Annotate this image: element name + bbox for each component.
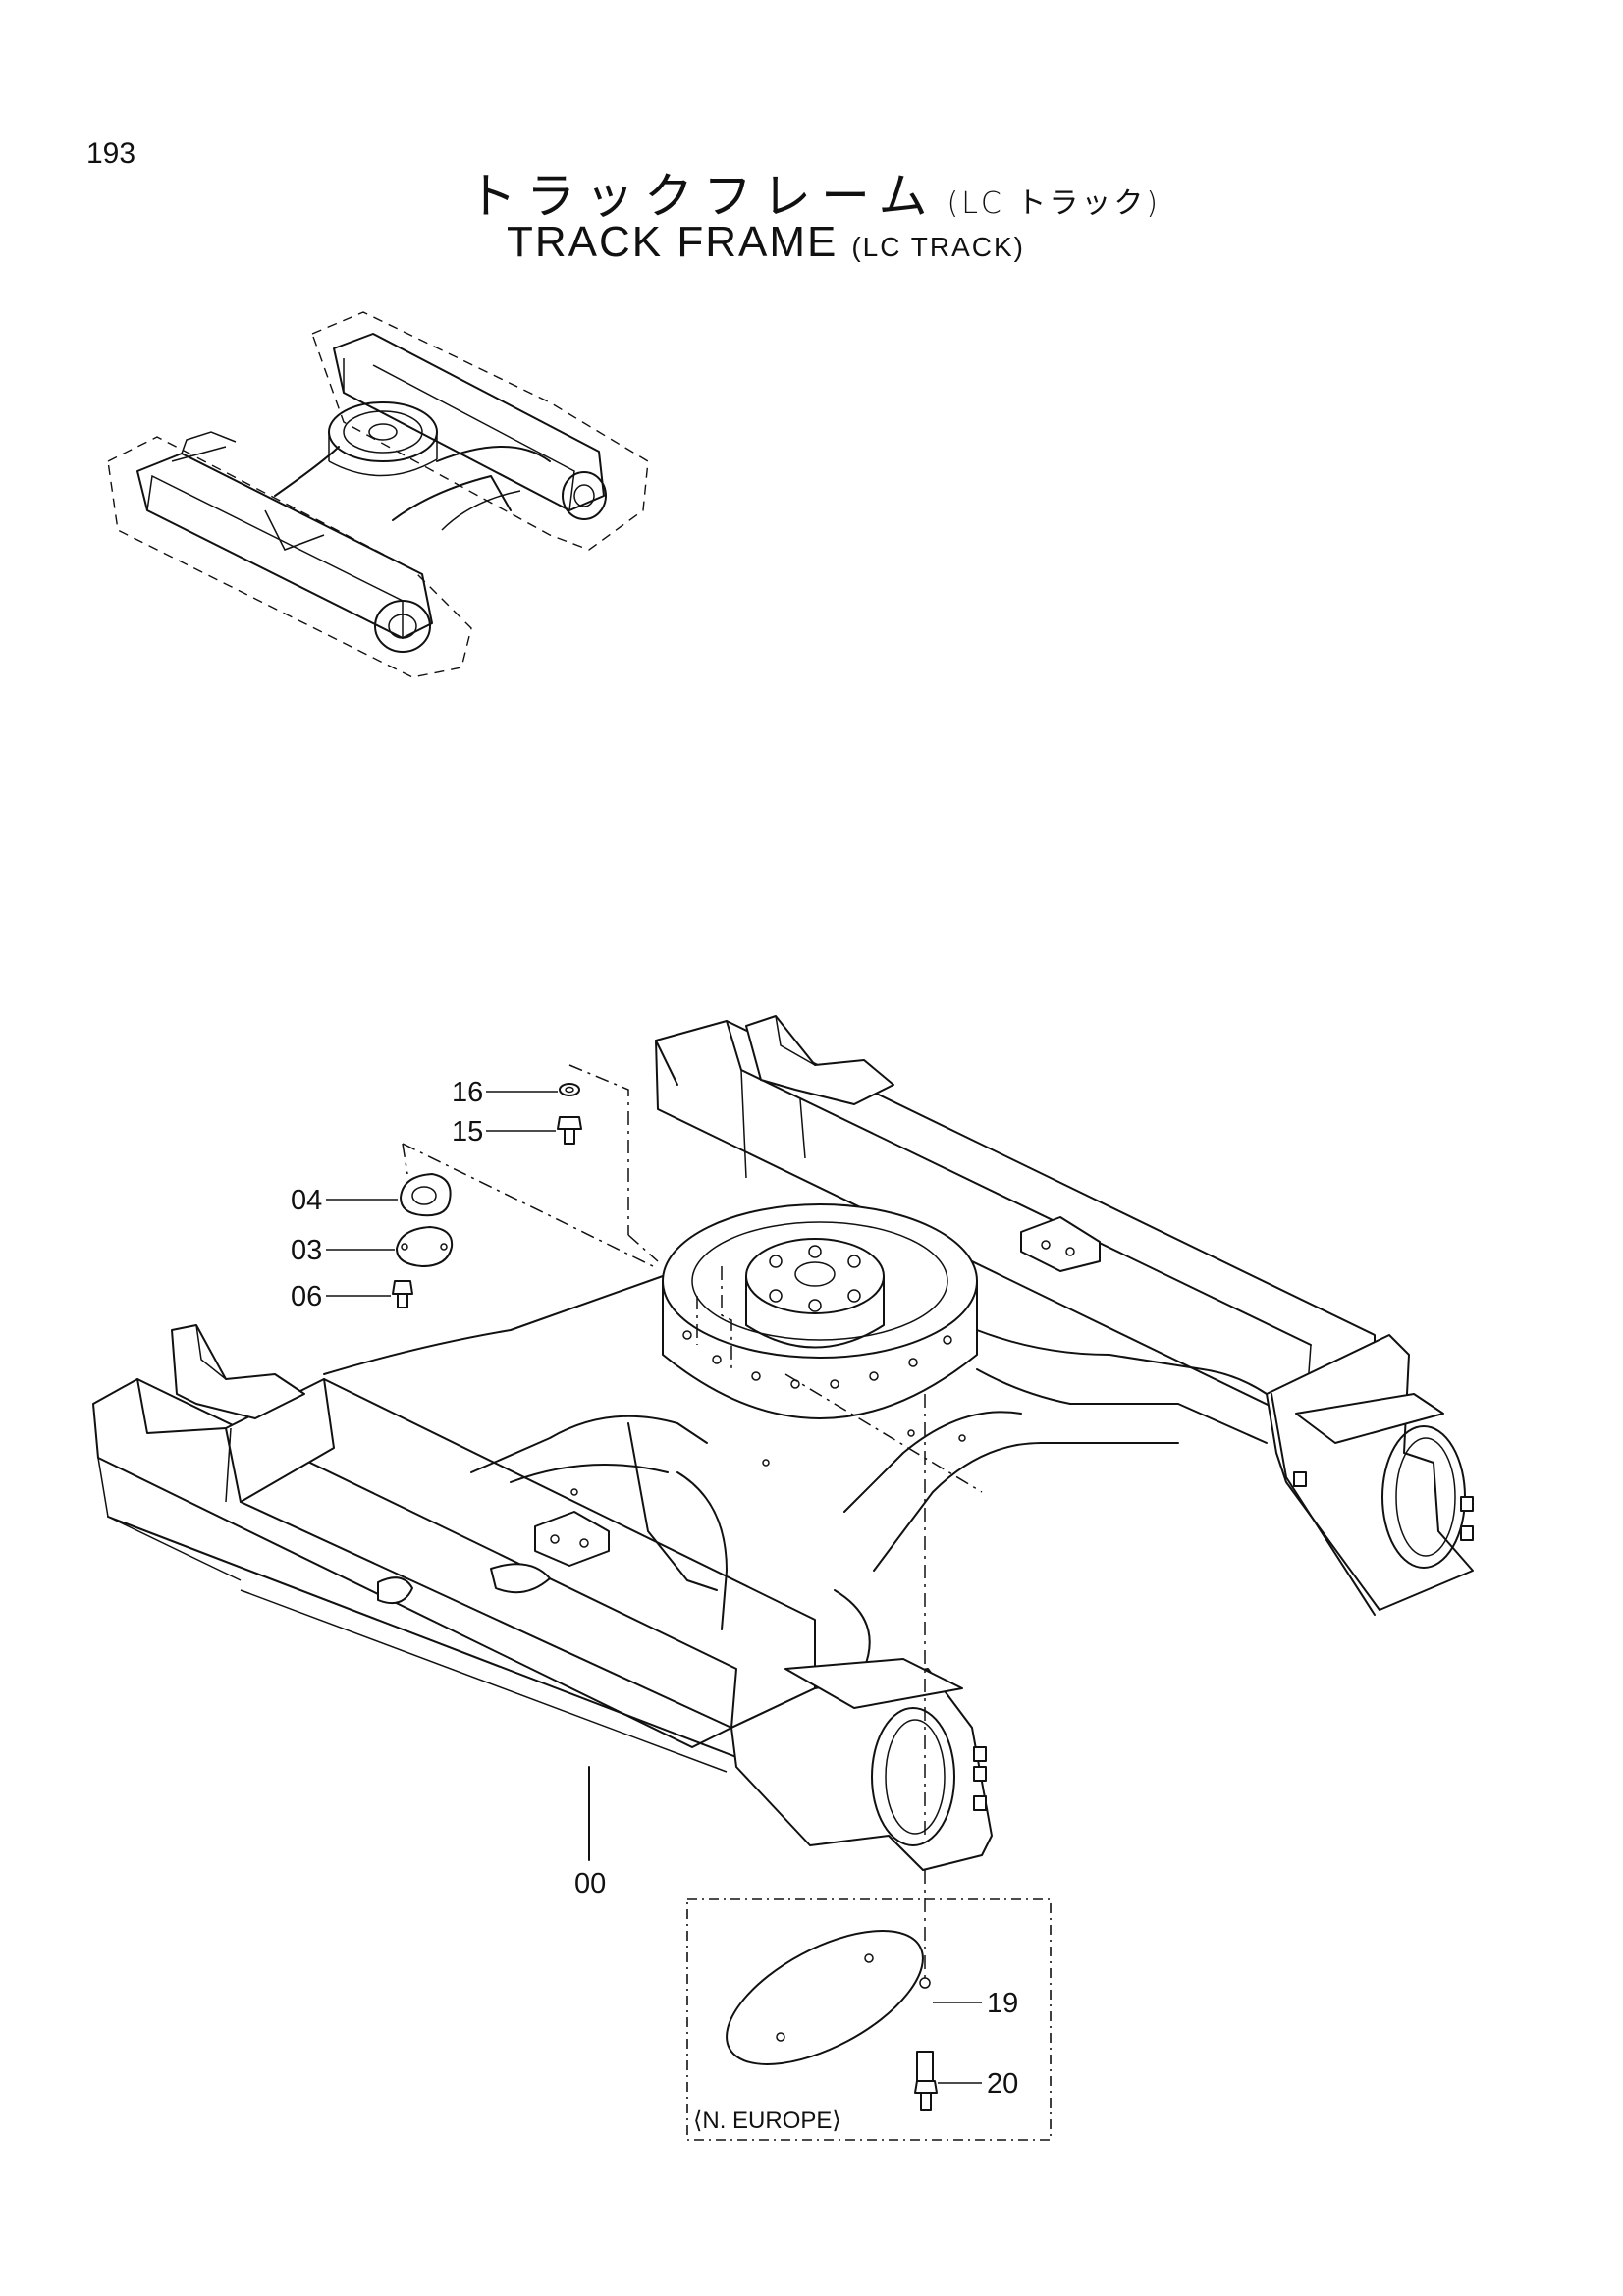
callout-19: 19 xyxy=(933,1988,1018,2019)
svg-text:03: 03 xyxy=(291,1235,322,1266)
callout-16: 16 xyxy=(452,1077,558,1108)
svg-text:19: 19 xyxy=(987,1988,1018,2019)
inset-n-europe xyxy=(686,1898,1052,2141)
svg-text:15: 15 xyxy=(452,1116,483,1148)
svg-text:16: 16 xyxy=(452,1077,483,1108)
title-jp-main: トラックフレーム xyxy=(467,168,938,225)
svg-text:20: 20 xyxy=(987,2068,1018,2100)
svg-text:06: 06 xyxy=(291,1281,322,1312)
track-frame-drawing xyxy=(92,1015,1474,1983)
title-english: TRACK FRAME (LC TRACK) xyxy=(507,218,1025,267)
callout-04: 04 xyxy=(291,1185,398,1216)
title-en-sub: (LC TRACK) xyxy=(851,232,1025,262)
callout-00: 00 xyxy=(574,1868,606,1899)
svg-text:00: 00 xyxy=(574,1868,606,1899)
overview-sketch xyxy=(107,311,649,678)
title-japanese: トラックフレーム (LC トラック) xyxy=(467,157,1161,228)
callout-20: 20 xyxy=(938,2068,1018,2100)
callout-03: 03 xyxy=(291,1235,395,1266)
title-jp-sub: (LC トラック) xyxy=(947,187,1162,221)
svg-text:04: 04 xyxy=(291,1185,322,1216)
callout-15: 15 xyxy=(452,1116,556,1148)
page-number: 193 xyxy=(86,137,136,170)
title-en-main: TRACK FRAME xyxy=(507,218,839,266)
callout-06: 06 xyxy=(291,1281,391,1312)
svg-text:⟨N. EUROPE⟩: ⟨N. EUROPE⟩ xyxy=(693,2108,841,2134)
inset-label: ⟨N. EUROPE⟩ xyxy=(693,2108,841,2134)
